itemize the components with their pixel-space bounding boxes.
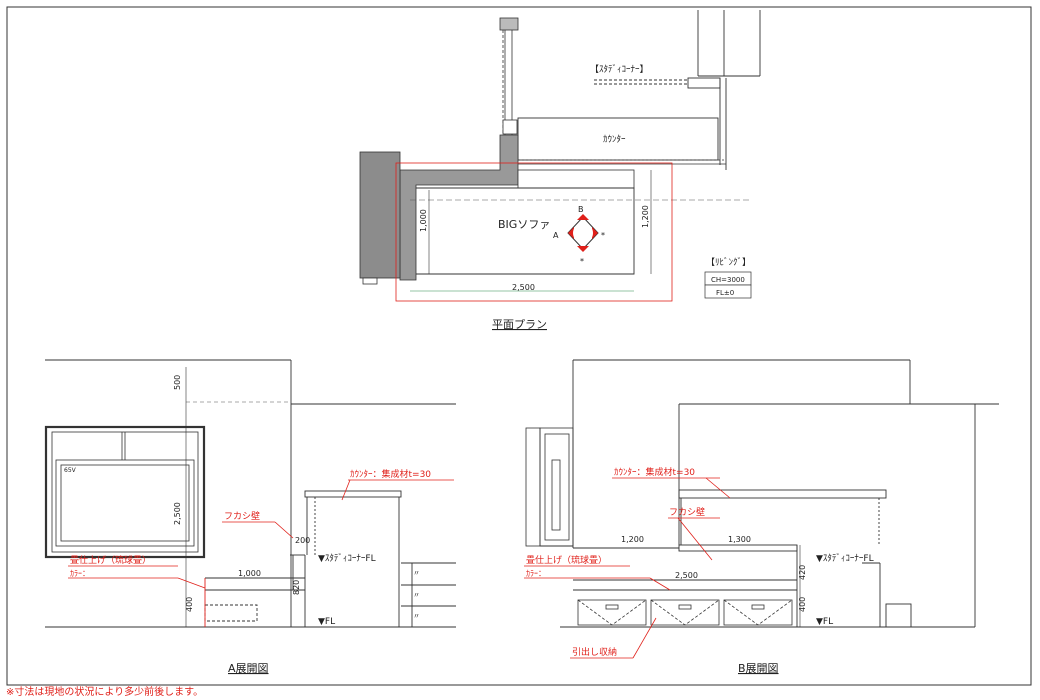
elev-a-dim-1000: 1,000 [238,569,261,578]
sheet-border [6,6,1032,686]
side-window [525,427,574,547]
elev-a-dim-500: 500 [173,375,182,390]
ditto-2: 〃 [413,591,420,599]
elev-a-dim-400: 400 [185,597,194,612]
drawer-label: 引出し収納 [572,646,617,658]
tv-label: 65V [64,467,77,474]
drawer-storage [577,599,793,626]
counter-label: ｶｳﾝﾀｰ [603,134,626,145]
view-b-label: B [578,205,584,214]
plan-dim-depth-right: 1,200 [641,205,650,228]
view-marker [567,214,599,252]
ditto-1: 〃 [413,569,420,577]
elev-b-dim-1200: 1,200 [621,535,644,544]
elev-a-dim-200: 200 [295,536,310,545]
elev-b-title: B展開図 [738,662,779,675]
elev-a-tatami: 畳仕上げ（琉球畳） [70,554,151,566]
elevation-b: 1,200 1,300 2,500 420 400 ▼ｽﾀﾃﾞｨｺｰﾅｰFL ▼… [524,359,999,675]
elev-b-fl: ▼FL [816,617,833,627]
floor-plan: 【ｽﾀﾃﾞｨｺｰﾅｰ】 ｶｳﾝﾀｰ BIGソファ 2,500 1,000 1,2… [359,10,761,331]
sofa-label: BIGソファ [498,218,550,231]
elev-b-dim-400: 400 [798,597,807,612]
elev-a-dim-820: 820 [292,580,301,595]
wall-section [399,134,519,281]
elev-b-dim-2500: 2,500 [675,571,698,580]
room-ch: CH=3000 [711,276,745,284]
elev-a-color: ｶﾗｰ： [70,569,90,578]
ditto-3: 〃 [413,612,420,620]
view-a-label: A [553,231,559,240]
footnote: ※寸法は現地の状況により多少前後します。 [6,687,204,698]
upper-walls [594,10,761,170]
room-fl-box [704,284,752,299]
elev-a-dim-2500: 2,500 [173,502,182,525]
elev-a-counter-note: ｶｳﾝﾀｰ：集成材t=30 [350,468,431,480]
elev-b-tatami: 畳仕上げ（琉球畳） [526,554,607,566]
elev-b-study-fl: ▼ｽﾀﾃﾞｨｺｰﾅｰFL [816,553,874,564]
column [359,151,401,279]
window-column [499,17,519,135]
room-label: 【ﾘﾋﾞﾝｸﾞ】 [706,257,751,268]
plan-dim-width: 2,500 [512,283,535,292]
elev-b-dim-1300: 1,300 [728,535,751,544]
elev-a-title: A展開図 [228,662,269,675]
sofa-outline [416,187,635,275]
elev-a-fakashi: フカシ壁 [224,510,260,522]
elev-b-fakashi: フカシ壁 [669,506,705,518]
elev-a-study-fl: ▼ｽﾀﾃﾞｨｺｰﾅｰFL [318,553,376,564]
elev-b-dim-420: 420 [798,565,807,580]
room-boundary [395,162,673,302]
study-corner-label: 【ｽﾀﾃﾞｨｺｰﾅｰ】 [590,64,649,75]
plan-dim-depth-left: 1,000 [419,209,428,232]
elev-b-color: ｶﾗｰ： [526,569,546,578]
marker-star-bottom: * [580,257,584,266]
plan-title: 平面プラン [492,318,547,331]
marker-star-right: * [601,231,605,240]
counter [517,117,719,161]
elev-a-fl: ▼FL [318,617,335,627]
tv-window [44,425,206,559]
elevation-a: 500 2,500 65V 200 1,000 820 400 〃 〃 〃 ▼ｽ… [44,359,456,675]
elev-b-counter-note: ｶｳﾝﾀｰ：集成材t=30 [614,466,695,478]
room-fl: FL±0 [716,289,734,297]
